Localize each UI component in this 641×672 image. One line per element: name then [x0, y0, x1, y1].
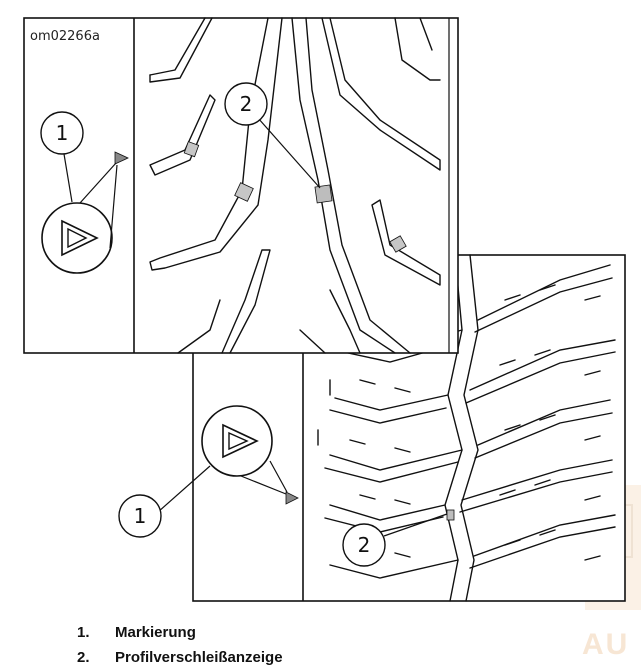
- top-wear-callout: 2: [224, 82, 321, 189]
- legend-item-number: 2.: [77, 649, 90, 666]
- bottom-wear-callout: 2: [342, 513, 448, 567]
- top-marker-callout-number: 1: [56, 121, 69, 145]
- bottom-marker-callout-number: 1: [134, 504, 147, 528]
- bottom-wear-indicator: [446, 509, 455, 521]
- legend-item-number: 1.: [77, 624, 90, 641]
- bottom-marker-callout: 1: [118, 405, 299, 538]
- figure-code: om02266a: [30, 29, 100, 44]
- top-wear-callout-number: 2: [240, 92, 253, 116]
- legend-item-text: Profilverschleißanzeige: [115, 649, 283, 666]
- top-panel: om02266a: [23, 17, 459, 354]
- top-tread-pattern: [149, 17, 441, 354]
- legend-item: 1. Markierung: [77, 620, 283, 645]
- bottom-wear-callout-number: 2: [358, 533, 371, 557]
- legend-item: 2. Profilverschleißanzeige: [77, 645, 283, 670]
- top-marker-callout: 1: [40, 111, 129, 274]
- figure-legend: 1. Markierung 2. Profilverschleißanzeige: [77, 620, 283, 670]
- watermark: AU: [582, 628, 630, 661]
- legend-item-text: Markierung: [115, 624, 196, 641]
- top-wear-indicators: [183, 141, 407, 253]
- tire-tread-figure: 1 2 om02266a: [23, 17, 641, 610]
